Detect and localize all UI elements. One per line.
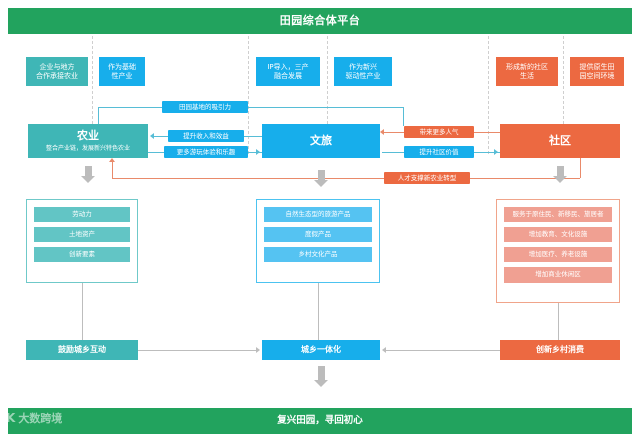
connector-line <box>403 107 404 126</box>
column-divider <box>248 36 249 154</box>
connector-attraction[interactable]: 田园基地的吸引力 <box>162 101 248 113</box>
flow-arrow-down <box>553 166 567 183</box>
connector-more-popularity[interactable]: 带来更多人气 <box>404 126 474 138</box>
bottom-encourage-interaction[interactable]: 鼓励城乡互动 <box>26 340 138 360</box>
connector-line <box>112 178 384 179</box>
pillar-subtitle: 整合产业链，发展新兴特色农业 <box>45 145 130 153</box>
connector-line <box>82 283 83 340</box>
panel-item[interactable]: 土地资产 <box>34 227 130 243</box>
panel-item[interactable]: 增加商业休闲区 <box>504 267 612 283</box>
tag-label: 企业与地方合作承接农业 <box>36 62 78 80</box>
connector-label: 提升社区价值 <box>419 147 459 156</box>
panel-item[interactable]: 创新要素 <box>34 247 130 263</box>
bottom-label: 鼓励城乡互动 <box>58 345 106 354</box>
connector-line <box>580 158 581 178</box>
panel-agriculture-outputs: 劳动力 土地资产 创新要素 <box>26 199 138 283</box>
connector-talent-transform[interactable]: 人才支撑新农业转型 <box>384 172 470 184</box>
connector-play-experience[interactable]: 更多游玩体验和乐趣 <box>164 146 248 158</box>
connector-line <box>248 107 403 108</box>
bottom-label: 城乡一体化 <box>301 345 341 354</box>
panel-community-outputs: 服务于原住民、新移民、旅居者 增加教育、文化设施 增加医疗、养老设施 增加商业休… <box>496 199 620 303</box>
arrowhead-right <box>256 149 260 155</box>
tag-label: IP导入，三产融合发展 <box>267 62 309 80</box>
flow-arrow-down <box>314 170 328 187</box>
arrowhead-right <box>494 149 498 155</box>
flow-arrow-down <box>81 166 95 183</box>
bottom-innovate-consumption[interactable]: 创新乡村消费 <box>500 340 620 360</box>
panel-item[interactable]: 增加医疗、养老设施 <box>504 247 612 263</box>
connector-line <box>558 303 559 340</box>
pillar-title: 社区 <box>549 134 571 148</box>
tag-new-community-life[interactable]: 形成新的社区生活 <box>496 57 558 86</box>
panel-item[interactable]: 增加教育、文化设施 <box>504 227 612 243</box>
tag-label: 作为新兴驱动性产业 <box>345 62 381 80</box>
tag-base-industry[interactable]: 作为基础性产业 <box>99 57 145 86</box>
arrowhead-left <box>150 133 154 139</box>
connector-label: 田园基地的吸引力 <box>179 102 231 111</box>
panel-item[interactable]: 服务于原住民、新移民、旅居者 <box>504 207 612 223</box>
connector-label: 提升收入和效益 <box>183 131 229 140</box>
panel-item[interactable]: 度假产品 <box>264 227 372 243</box>
arrowhead-right <box>256 347 260 353</box>
connector-line <box>98 107 99 126</box>
connector-line <box>470 178 580 179</box>
column-divider <box>488 36 489 154</box>
tag-emerging-driver[interactable]: 作为新兴驱动性产业 <box>334 57 392 86</box>
connector-line <box>384 350 500 351</box>
watermark-logo-icon: K <box>6 411 16 425</box>
watermark: K 大数跨境 <box>6 410 62 426</box>
connector-line <box>112 162 113 178</box>
connector-label: 更多游玩体验和乐趣 <box>176 147 236 156</box>
arrowhead-left <box>382 347 386 353</box>
footer-slogan: 复兴田园，寻回初心 <box>8 408 632 434</box>
panel-item[interactable]: 自然生态型的旅游产品 <box>264 207 372 223</box>
column-divider <box>327 36 328 154</box>
panel-item[interactable]: 乡村文化产品 <box>264 247 372 263</box>
connector-community-value[interactable]: 提升社区价值 <box>404 146 474 158</box>
arrowhead-up <box>109 158 115 162</box>
pillar-community[interactable]: 社区 <box>500 124 620 158</box>
watermark-text: 大数跨境 <box>18 412 63 425</box>
flow-arrow-down <box>314 366 328 387</box>
bottom-label: 创新乡村消费 <box>536 345 584 354</box>
tag-ip-integration[interactable]: IP导入，三产融合发展 <box>256 57 320 86</box>
page-title: 田园综合体平台 <box>8 8 632 34</box>
column-divider <box>92 36 93 154</box>
panel-item[interactable]: 劳动力 <box>34 207 130 223</box>
pillar-title: 农业 <box>77 129 99 143</box>
connector-line <box>138 350 258 351</box>
connector-income-benefit[interactable]: 提升收入和效益 <box>168 130 244 142</box>
tag-label: 提供原生田园空间环境 <box>579 62 615 80</box>
connector-line <box>318 283 319 340</box>
pillar-agriculture[interactable]: 农业 整合产业链，发展新兴特色农业 <box>28 124 148 158</box>
tag-native-field-space[interactable]: 提供原生田园空间环境 <box>570 57 624 86</box>
arrowhead-left <box>380 129 384 135</box>
tag-label: 形成新的社区生活 <box>506 62 548 80</box>
column-divider <box>563 36 564 154</box>
panel-tourism-outputs: 自然生态型的旅游产品 度假产品 乡村文化产品 <box>256 199 380 283</box>
pillar-tourism[interactable]: 文旅 <box>262 124 380 158</box>
connector-line <box>98 107 198 108</box>
connector-label: 人才支撑新农业转型 <box>397 173 457 182</box>
pillar-title: 文旅 <box>310 134 332 148</box>
tag-label: 作为基础性产业 <box>108 62 136 80</box>
connector-label: 带来更多人气 <box>419 127 459 136</box>
bottom-urban-rural-integration[interactable]: 城乡一体化 <box>262 340 380 360</box>
tag-enterprise-local-agriculture[interactable]: 企业与地方合作承接农业 <box>26 57 88 86</box>
